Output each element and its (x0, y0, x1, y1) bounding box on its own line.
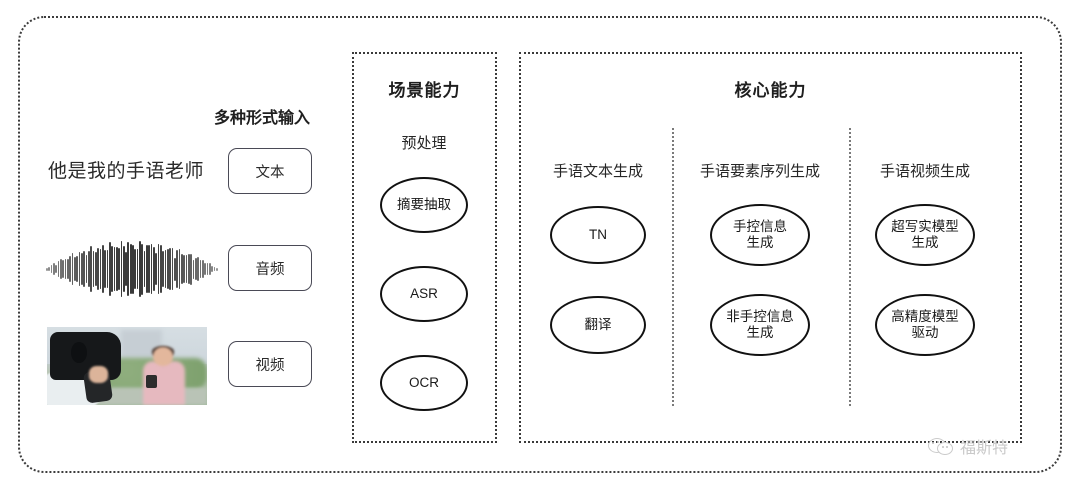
core-node-tn[interactable]: TN (550, 206, 646, 264)
input-sample-text: 他是我的手语老师 (48, 161, 205, 182)
video-thumbnail-icon (47, 327, 207, 405)
core-node-manual-signal-generation[interactable]: 手控信息 生成 (710, 204, 810, 266)
core-column-heading-sign-video-generation: 手语视频生成 (879, 163, 971, 180)
scene-capability-box: 场景能力 (352, 52, 497, 443)
input-modality-text[interactable]: 文本 (228, 148, 312, 194)
core-node-non-manual-signal-generation[interactable]: 非手控信息 生成 (710, 294, 810, 356)
core-node-hyperrealistic-model-generation[interactable]: 超写实模型 生成 (875, 204, 975, 266)
core-column-heading-sign-text-generation: 手语文本生成 (552, 163, 644, 180)
input-section-heading: 多种形式输入 (214, 110, 311, 127)
scene-column-heading-preprocess: 预处理 (401, 135, 447, 152)
outer-frame (18, 16, 1062, 473)
scene-node-asr[interactable]: ASR (380, 266, 468, 322)
scene-capability-title: 场景能力 (388, 81, 461, 100)
core-divider-1 (672, 128, 674, 406)
scene-node-summary-extraction[interactable]: 摘要抽取 (380, 177, 468, 233)
core-divider-2 (849, 128, 851, 406)
watermark-label: 福斯特 (960, 440, 1009, 457)
waveform-icon (46, 240, 218, 298)
scene-node-ocr[interactable]: OCR (380, 355, 468, 411)
input-modality-audio[interactable]: 音频 (228, 245, 312, 291)
watermark: 福斯特 (928, 434, 1008, 458)
input-modality-video[interactable]: 视频 (228, 341, 312, 387)
core-node-translation[interactable]: 翻译 (550, 296, 646, 354)
core-node-high-precision-model-driving[interactable]: 高精度模型 驱动 (875, 294, 975, 356)
core-capability-box: 核心能力 (519, 52, 1022, 443)
wechat-icon (928, 436, 954, 456)
core-capability-title: 核心能力 (734, 81, 807, 100)
core-column-heading-sign-element-sequence-generation: 手语要素序列生成 (699, 163, 821, 180)
